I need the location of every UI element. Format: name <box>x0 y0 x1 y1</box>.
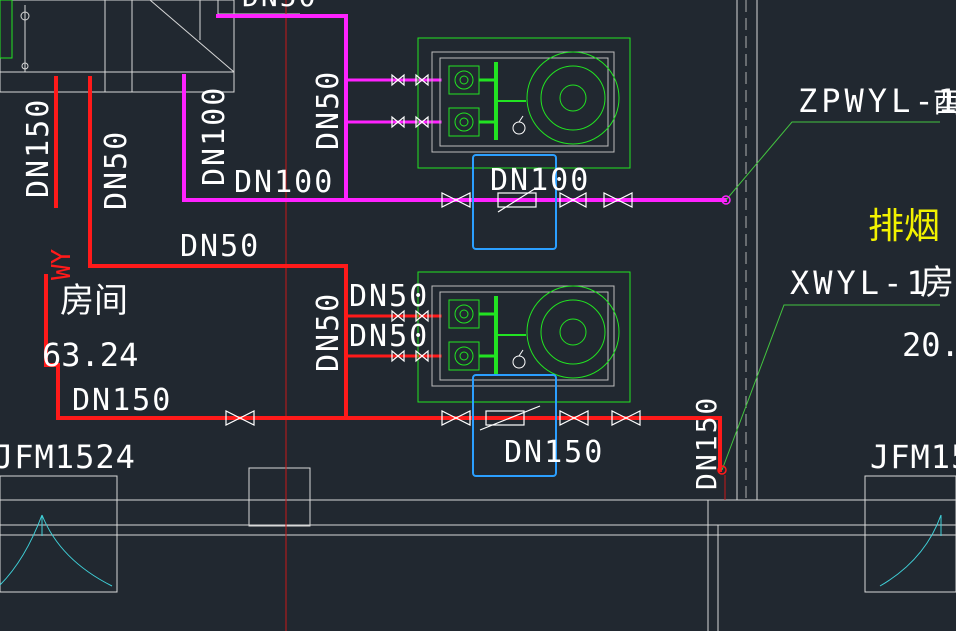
label-dn150-left: DN150 <box>21 98 56 198</box>
label-dn50-mid: DN50 <box>180 229 260 264</box>
label-right-area: 20. <box>902 326 956 364</box>
leader-lines <box>721 121 940 471</box>
label-dn50-top: DN50 <box>242 0 317 13</box>
red-pipes <box>44 76 722 472</box>
pump-unit-lower <box>417 271 631 403</box>
door-swings <box>0 514 942 587</box>
label-dn150-pump: DN150 <box>504 435 604 470</box>
label-dn50-left: DN50 <box>99 130 134 210</box>
leader-node-magenta <box>721 195 731 205</box>
label-dn50-vertical-upper: DN50 <box>311 70 346 150</box>
pump-unit-upper <box>417 37 631 169</box>
label-dn50-vertical-lower: DN50 <box>311 292 346 372</box>
label-dn50-lower-2: DN50 <box>349 319 429 354</box>
room-area: 63.24 <box>42 336 138 374</box>
label-dn100-pump: DN100 <box>490 163 590 198</box>
label-dn100-vertical: DN100 <box>197 86 232 186</box>
label-zpwyl: ZPWYL-1 <box>798 82 956 120</box>
top-left-fixture <box>0 0 30 72</box>
door-label-right: JFM15 <box>870 438 956 476</box>
label-dn150-bottom: DN150 <box>72 383 172 418</box>
room-name: 房间 <box>60 281 128 321</box>
label-wy: WY <box>47 248 77 280</box>
door-label-left: JFM1524 <box>0 438 136 476</box>
label-xwyl: XWYL-1 <box>790 264 930 302</box>
label-dn100-horizontal: DN100 <box>234 165 334 200</box>
valves <box>225 73 641 431</box>
leader-node-red <box>717 465 727 475</box>
label-smoke-room: 排烟 <box>868 206 940 247</box>
pump-boxes <box>472 154 557 477</box>
label-zpwyl-suffix: 酉 <box>933 86 956 119</box>
label-dn150-right-vertical: DN150 <box>690 396 723 490</box>
room-labels: WY 房间 63.24 JFM1524 JFM15 ZPWYL-1 酉 XWYL… <box>0 82 956 476</box>
pipe-labels: DN50 DN150 DN50 DN100 DN50 DN100 DN100 D… <box>21 0 723 490</box>
label-dn50-lower-1: DN50 <box>349 279 429 314</box>
label-xwyl-suffix: 房 <box>920 263 954 303</box>
